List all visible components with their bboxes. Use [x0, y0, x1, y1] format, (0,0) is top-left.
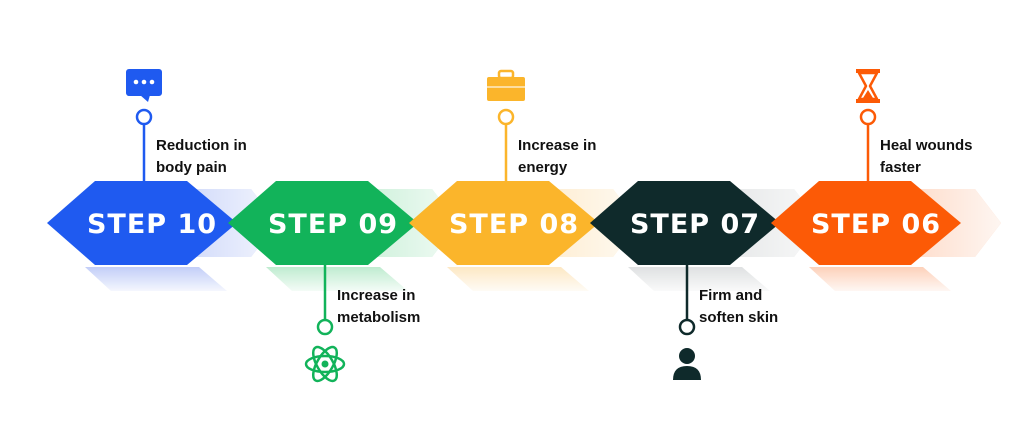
step-label: STEP 10 — [87, 209, 217, 240]
step-connector: Heal wounds faster — [859, 108, 973, 181]
caption-line: Heal wounds — [880, 137, 973, 154]
connector-ring — [678, 318, 696, 336]
step-label: STEP 08 — [449, 209, 579, 240]
step-arrow: STEP 09 — [228, 181, 418, 265]
step-caption: Firm and soften skin — [699, 287, 778, 326]
caption-line: Increase in — [337, 287, 415, 304]
caption-line: Increase in — [518, 137, 596, 154]
step-connector: Reduction in body pain — [135, 108, 247, 181]
step-label: STEP 06 — [811, 209, 941, 240]
connector-ring — [316, 318, 334, 336]
connector-ring — [859, 108, 877, 126]
caption-line: Firm and — [699, 287, 762, 304]
atom-icon — [304, 345, 346, 383]
step-caption: Reduction in body pain — [156, 137, 247, 176]
caption-line: soften skin — [699, 309, 778, 326]
briefcase-icon — [487, 69, 525, 101]
caption-line: body pain — [156, 159, 227, 176]
caption-line: faster — [880, 159, 921, 176]
step-connector: Increase in metabolism — [316, 265, 420, 336]
step-connector: Increase in energy — [497, 108, 596, 181]
chat-bubble-icon — [126, 69, 162, 102]
step-connector: Firm and soften skin — [678, 265, 778, 336]
step-arrow: STEP 07 — [590, 181, 780, 265]
step-arrow: STEP 10 — [47, 181, 237, 265]
step-caption: Heal wounds faster — [880, 137, 973, 176]
step-arrows: STEP 10 STEP 09 STEP 08 STEP 07 STEP 06 — [47, 181, 961, 265]
step-arrow: STEP 06 — [771, 181, 961, 265]
step-caption: Increase in energy — [518, 137, 596, 176]
hourglass-icon — [856, 69, 880, 103]
user-icon — [673, 348, 701, 380]
connector-ring — [135, 108, 153, 126]
step-arrow: STEP 08 — [409, 181, 599, 265]
connector-ring — [497, 108, 515, 126]
caption-line: metabolism — [337, 309, 420, 326]
caption-line: energy — [518, 159, 568, 176]
step-caption: Increase in metabolism — [337, 287, 420, 326]
step-label: STEP 07 — [630, 209, 760, 240]
caption-line: Reduction in — [156, 137, 247, 154]
step-icons — [126, 69, 880, 383]
step-label: STEP 09 — [268, 209, 398, 240]
